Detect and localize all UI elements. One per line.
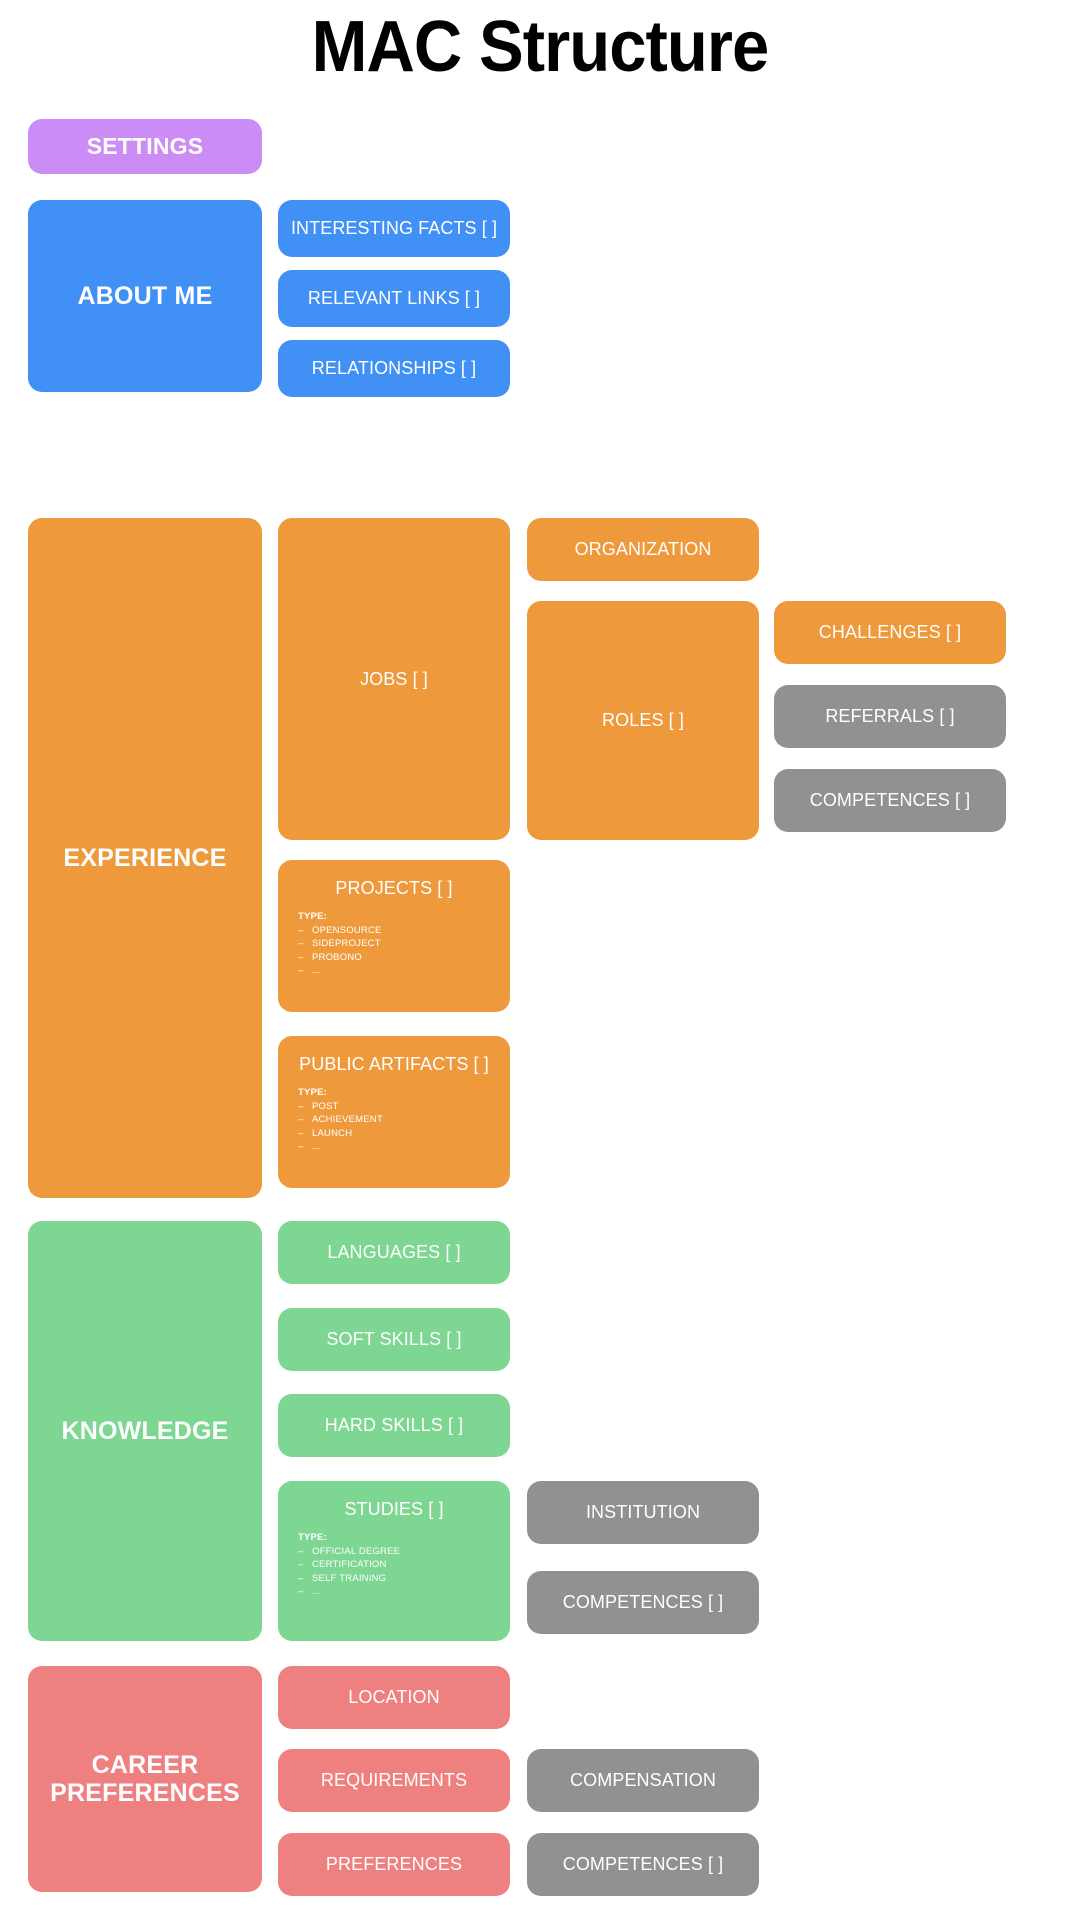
- list-item: –OFFICIAL DEGREE: [298, 1545, 401, 1557]
- card-knowledge-competences-label: COMPETENCES [ ]: [562, 1592, 724, 1613]
- card-studies-type-list: –OFFICIAL DEGREE –CERTIFICATION –SELF TR…: [294, 1545, 494, 1599]
- card-knowledge[interactable]: KNOWLEDGE: [28, 1221, 262, 1641]
- card-hard-skills[interactable]: HARD SKILLS [ ]: [278, 1394, 510, 1457]
- list-item: –SELF TRAINING: [298, 1572, 387, 1584]
- card-interesting-facts[interactable]: INTERESTING FACTS [ ]: [278, 200, 510, 257]
- list-item: –LAUNCH: [298, 1127, 353, 1139]
- list-item: –POST: [298, 1100, 339, 1112]
- card-studies-label: STUDIES [ ]: [344, 1499, 444, 1519]
- card-organization-label: ORGANIZATION: [574, 539, 712, 560]
- card-jobs-label: JOBS [ ]: [360, 668, 428, 689]
- card-settings-label: SETTINGS: [86, 132, 204, 159]
- card-about-me-label: ABOUT ME: [77, 282, 213, 310]
- card-experience-label: EXPERIENCE: [63, 844, 227, 872]
- card-soft-skills-label: SOFT SKILLS [ ]: [326, 1329, 462, 1350]
- card-languages[interactable]: LANGUAGES [ ]: [278, 1221, 510, 1284]
- card-projects-label: PROJECTS [ ]: [335, 878, 453, 898]
- card-studies[interactable]: STUDIES [ ] TYPE: –OFFICIAL DEGREE –CERT…: [278, 1481, 510, 1641]
- page-title: MAC Structure: [311, 7, 770, 87]
- list-item: –...: [298, 1141, 321, 1153]
- card-relationships-label: RELATIONSHIPS [ ]: [311, 358, 477, 379]
- list-item: –PROBONO: [298, 951, 362, 963]
- card-experience[interactable]: EXPERIENCE: [28, 518, 262, 1198]
- list-item: –...: [298, 1586, 321, 1598]
- card-career-competences-label: COMPETENCES [ ]: [562, 1854, 724, 1875]
- card-location[interactable]: LOCATION: [278, 1666, 510, 1729]
- card-compensation[interactable]: COMPENSATION: [527, 1749, 759, 1812]
- card-career-preferences-label: CAREER PREFERENCES: [50, 1751, 240, 1807]
- card-relevant-links-label: RELEVANT LINKS [ ]: [307, 288, 481, 309]
- card-requirements[interactable]: REQUIREMENTS: [278, 1749, 510, 1812]
- card-referrals-label: REFERRALS [ ]: [825, 706, 955, 727]
- list-item: –OPENSOURCE: [298, 924, 382, 936]
- card-preferences-label: PREFERENCES: [325, 1854, 463, 1875]
- card-languages-label: LANGUAGES [ ]: [327, 1242, 461, 1263]
- card-jobs[interactable]: JOBS [ ]: [278, 518, 510, 840]
- card-public-artifacts[interactable]: PUBLIC ARTIFACTS [ ] TYPE: –POST –ACHIEV…: [278, 1036, 510, 1188]
- card-knowledge-label: KNOWLEDGE: [61, 1417, 229, 1445]
- card-projects[interactable]: PROJECTS [ ] TYPE: –OPENSOURCE –SIDEPROJ…: [278, 860, 510, 1012]
- list-item: –SIDEPROJECT: [298, 938, 381, 950]
- list-item: –...: [298, 965, 321, 977]
- card-compensation-label: COMPENSATION: [570, 1770, 716, 1791]
- card-public-artifacts-label: PUBLIC ARTIFACTS [ ]: [299, 1054, 489, 1074]
- card-challenges-label: CHALLENGES [ ]: [818, 622, 962, 643]
- card-preferences[interactable]: PREFERENCES: [278, 1833, 510, 1896]
- card-career-competences[interactable]: COMPETENCES [ ]: [527, 1833, 759, 1896]
- card-studies-type-label: TYPE:: [298, 1532, 327, 1544]
- card-soft-skills[interactable]: SOFT SKILLS [ ]: [278, 1308, 510, 1371]
- card-knowledge-competences[interactable]: COMPETENCES [ ]: [527, 1571, 759, 1634]
- card-projects-type-list: –OPENSOURCE –SIDEPROJECT –PROBONO –...: [294, 924, 494, 978]
- card-experience-competences[interactable]: COMPETENCES [ ]: [774, 769, 1006, 832]
- card-requirements-label: REQUIREMENTS: [320, 1770, 468, 1791]
- list-item: –ACHIEVEMENT: [298, 1114, 383, 1126]
- card-organization[interactable]: ORGANIZATION: [527, 518, 759, 581]
- card-interesting-facts-label: INTERESTING FACTS [ ]: [290, 218, 498, 239]
- card-settings[interactable]: SETTINGS: [28, 119, 262, 174]
- card-public-artifacts-type-list: –POST –ACHIEVEMENT –LAUNCH –...: [294, 1100, 494, 1154]
- card-relevant-links[interactable]: RELEVANT LINKS [ ]: [278, 270, 510, 327]
- card-roles[interactable]: ROLES [ ]: [527, 601, 759, 840]
- card-challenges[interactable]: CHALLENGES [ ]: [774, 601, 1006, 664]
- card-location-label: LOCATION: [348, 1687, 440, 1708]
- card-roles-label: ROLES [ ]: [602, 710, 684, 731]
- card-about-me[interactable]: ABOUT ME: [28, 200, 262, 392]
- card-career-preferences[interactable]: CAREER PREFERENCES: [28, 1666, 262, 1892]
- card-relationships[interactable]: RELATIONSHIPS [ ]: [278, 340, 510, 397]
- card-projects-type-label: TYPE:: [298, 911, 327, 923]
- card-hard-skills-label: HARD SKILLS [ ]: [324, 1415, 464, 1436]
- card-institution[interactable]: INSTITUTION: [527, 1481, 759, 1544]
- card-referrals[interactable]: REFERRALS [ ]: [774, 685, 1006, 748]
- list-item: –CERTIFICATION: [298, 1559, 387, 1571]
- card-public-artifacts-type-label: TYPE:: [298, 1087, 327, 1099]
- card-experience-competences-label: COMPETENCES [ ]: [809, 790, 971, 811]
- card-institution-label: INSTITUTION: [585, 1502, 701, 1523]
